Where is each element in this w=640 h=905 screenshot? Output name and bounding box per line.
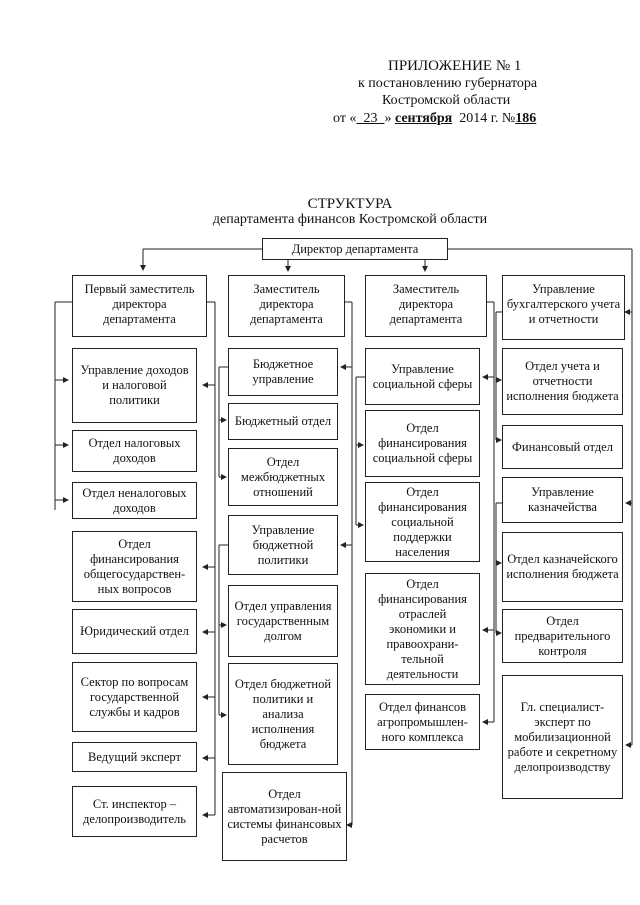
mobilization-secret-records-specialist-box: Гл. специалист-эксперт по мобилизационно…: [502, 675, 623, 799]
treasury-budget-execution-division-box: Отдел казначейского исполнения бюджета: [502, 532, 623, 602]
region-line: Костромской области: [382, 93, 511, 108]
civil-service-personnel-sector-box: Сектор по вопросам государственной служб…: [72, 662, 197, 732]
tax-revenue-division-box: Отдел налоговых доходов: [72, 430, 197, 472]
deputy-director-box-2: Заместитель директора департамента: [365, 275, 487, 337]
director-box: Директор департамента: [262, 238, 448, 260]
first-deputy-director-box: Первый заместитель директора департамент…: [72, 275, 207, 337]
senior-inspector-clerk-box: Ст. инспектор – делопроизводитель: [72, 786, 197, 837]
legal-division-box: Юридический отдел: [72, 609, 197, 654]
date-month: сентября: [394, 111, 453, 126]
automated-financial-settlements-division-box: Отдел автоматизирован-ной системы финанс…: [222, 772, 347, 861]
budget-division-box: Бюджетный отдел: [228, 403, 338, 440]
preliminary-control-division-box: Отдел предварительного контроля: [502, 609, 623, 663]
date-mid: »: [384, 111, 392, 126]
date-day: 23: [363, 111, 378, 126]
economy-law-enforcement-financing-division-box: Отдел финансирования отраслей экономики …: [365, 573, 480, 685]
financial-division-box: Финансовый отдел: [502, 425, 623, 469]
treasury-department-box: Управление казначейства: [502, 477, 623, 523]
budget-policy-analysis-division-box: Отдел бюджетной политики и анализа испол…: [228, 663, 338, 765]
budget-department-box: Бюджетное управление: [228, 348, 338, 396]
non-tax-revenue-division-box: Отдел неналоговых доходов: [72, 482, 197, 519]
accounting-reporting-department-box: Управление бухгалтерского учета и отчетн…: [502, 275, 625, 340]
interbudget-relations-division-box: Отдел межбюджетных отношений: [228, 448, 338, 506]
public-debt-management-division-box: Отдел управления государственным долгом: [228, 585, 338, 657]
budget-accounting-reporting-division-box: Отдел учета и отчетности исполнения бюдж…: [502, 348, 623, 415]
decree-line: к постановлению губернатора: [358, 76, 538, 91]
decree-date-line: от « 23 » сентября 2014 г. №186: [333, 110, 536, 127]
decree-number: 186: [515, 111, 537, 126]
date-prefix: от «: [333, 111, 357, 126]
social-support-financing-division-box: Отдел финансирования социальной поддержк…: [365, 482, 480, 562]
social-sphere-financing-division-box: Отдел финансирования социальной сферы: [365, 410, 480, 477]
budget-policy-department-box: Управление бюджетной политики: [228, 515, 338, 575]
social-sphere-department-box: Управление социальной сферы: [365, 348, 480, 405]
general-state-financing-division-box: Отдел финансирования общегосударствен-ны…: [72, 531, 197, 602]
chart-title: СТРУКТУРА: [307, 196, 393, 212]
chart-subtitle: департамента финансов Костромской област…: [212, 212, 488, 227]
appendix-label: ПРИЛОЖЕНИЕ № 1: [388, 58, 522, 74]
deputy-director-box-1: Заместитель директора департамента: [228, 275, 345, 337]
income-tax-policy-department-box: Управление доходов и налоговой политики: [72, 348, 197, 423]
lead-expert-box: Ведущий эксперт: [72, 742, 197, 772]
date-year: 2014 г. №: [459, 111, 516, 126]
agro-industrial-finance-division-box: Отдел финансов агропромышлен-ного компле…: [365, 694, 480, 750]
